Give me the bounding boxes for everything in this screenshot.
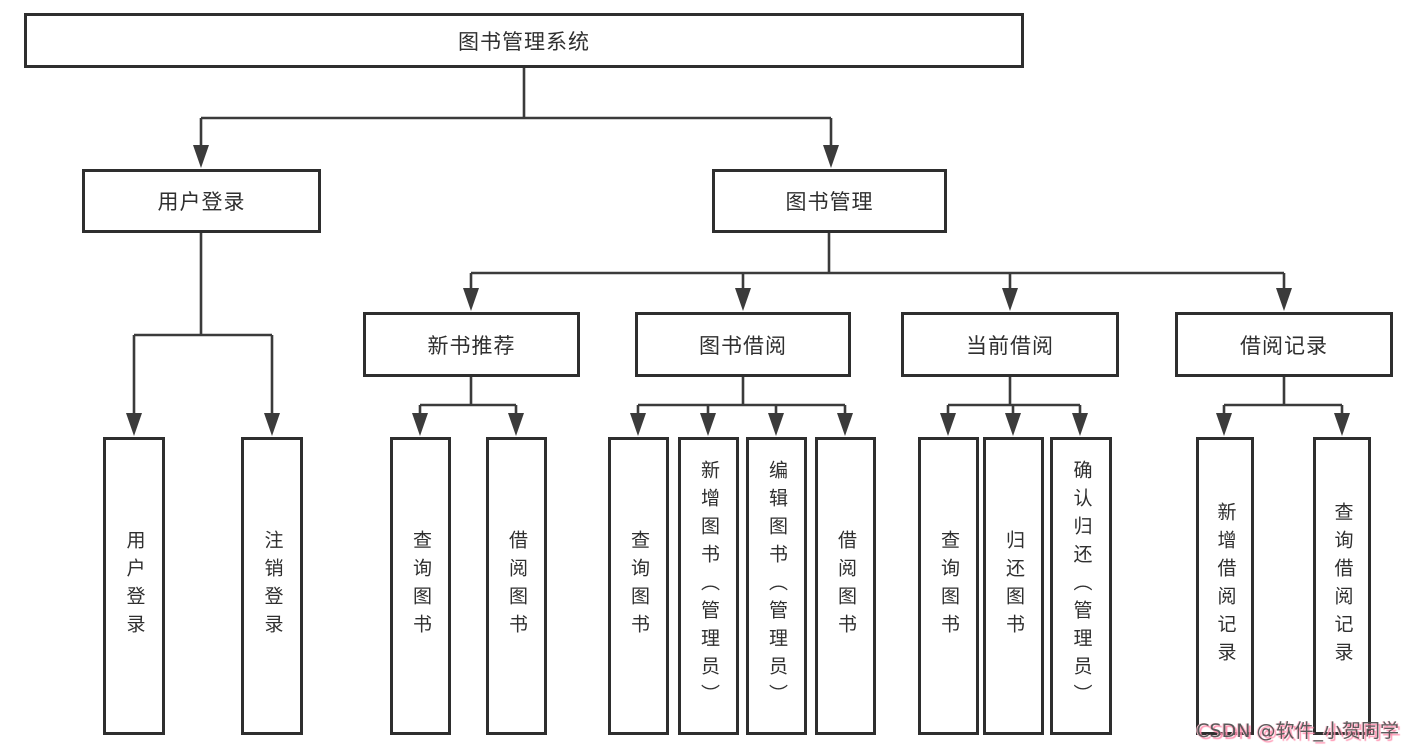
node-root-label: 图书管理系统 (458, 29, 590, 54)
leaf-borrow-book: 借阅图书 (815, 437, 876, 735)
leaf-confirm-return-admin-label: 确认归还（管理员） (1070, 460, 1093, 712)
node-borrow-records-label: 借阅记录 (1240, 333, 1328, 358)
leaf-borrow-book-label: 借阅图书 (835, 530, 857, 642)
node-book-borrow: 图书借阅 (635, 312, 851, 377)
leaf-query-book-borrow: 查询图书 (608, 437, 669, 735)
leaf-borrow-book-recommend-label: 借阅图书 (506, 530, 528, 642)
leaf-add-borrow-record-label: 新增借阅记录 (1214, 502, 1237, 670)
leaf-edit-book-admin: 编辑图书（管理员） (746, 437, 807, 735)
leaf-query-borrow-record: 查询借阅记录 (1313, 437, 1371, 735)
node-book-management-label: 图书管理 (785, 190, 874, 214)
leaf-query-book-current-label: 查询图书 (938, 530, 960, 642)
leaf-add-book-admin-label: 新增图书（管理员） (698, 460, 720, 712)
leaf-return-book: 归还图书 (983, 437, 1044, 735)
leaf-user-login-label: 用户登录 (123, 530, 146, 642)
leaf-query-book-borrow-label: 查询图书 (628, 530, 650, 642)
node-new-book-recommend-label: 新书推荐 (427, 333, 516, 358)
leaf-borrow-book-recommend: 借阅图书 (486, 437, 547, 735)
node-user-login: 用户登录 (82, 169, 321, 233)
node-borrow-records: 借阅记录 (1175, 312, 1393, 377)
node-user-login-label: 用户登录 (157, 190, 246, 214)
leaf-edit-book-admin-label: 编辑图书（管理员） (766, 460, 788, 712)
leaf-confirm-return-admin: 确认归还（管理员） (1050, 437, 1112, 735)
csdn-watermark: CSDN @软件_小贺同学 (1196, 720, 1399, 742)
leaf-query-book-current: 查询图书 (918, 437, 979, 735)
node-new-book-recommend: 新书推荐 (363, 312, 580, 377)
arrowheads (126, 145, 1350, 436)
leaf-query-book-recommend-label: 查询图书 (410, 530, 432, 642)
leaf-logout: 注销登录 (241, 437, 303, 735)
node-book-borrow-label: 图书借阅 (699, 333, 787, 358)
leaf-add-borrow-record: 新增借阅记录 (1196, 437, 1254, 735)
leaf-return-book-label: 归还图书 (1003, 530, 1025, 642)
leaf-query-borrow-record-label: 查询借阅记录 (1331, 502, 1354, 670)
node-book-management: 图书管理 (712, 169, 947, 233)
leaf-add-book-admin: 新增图书（管理员） (678, 437, 739, 735)
leaf-query-book-recommend: 查询图书 (390, 437, 451, 735)
leaf-user-login: 用户登录 (103, 437, 165, 735)
node-current-borrow-label: 当前借阅 (966, 333, 1054, 358)
node-root-system: 图书管理系统 (24, 13, 1024, 68)
leaf-logout-label: 注销登录 (261, 530, 284, 642)
node-current-borrow: 当前借阅 (901, 312, 1119, 377)
